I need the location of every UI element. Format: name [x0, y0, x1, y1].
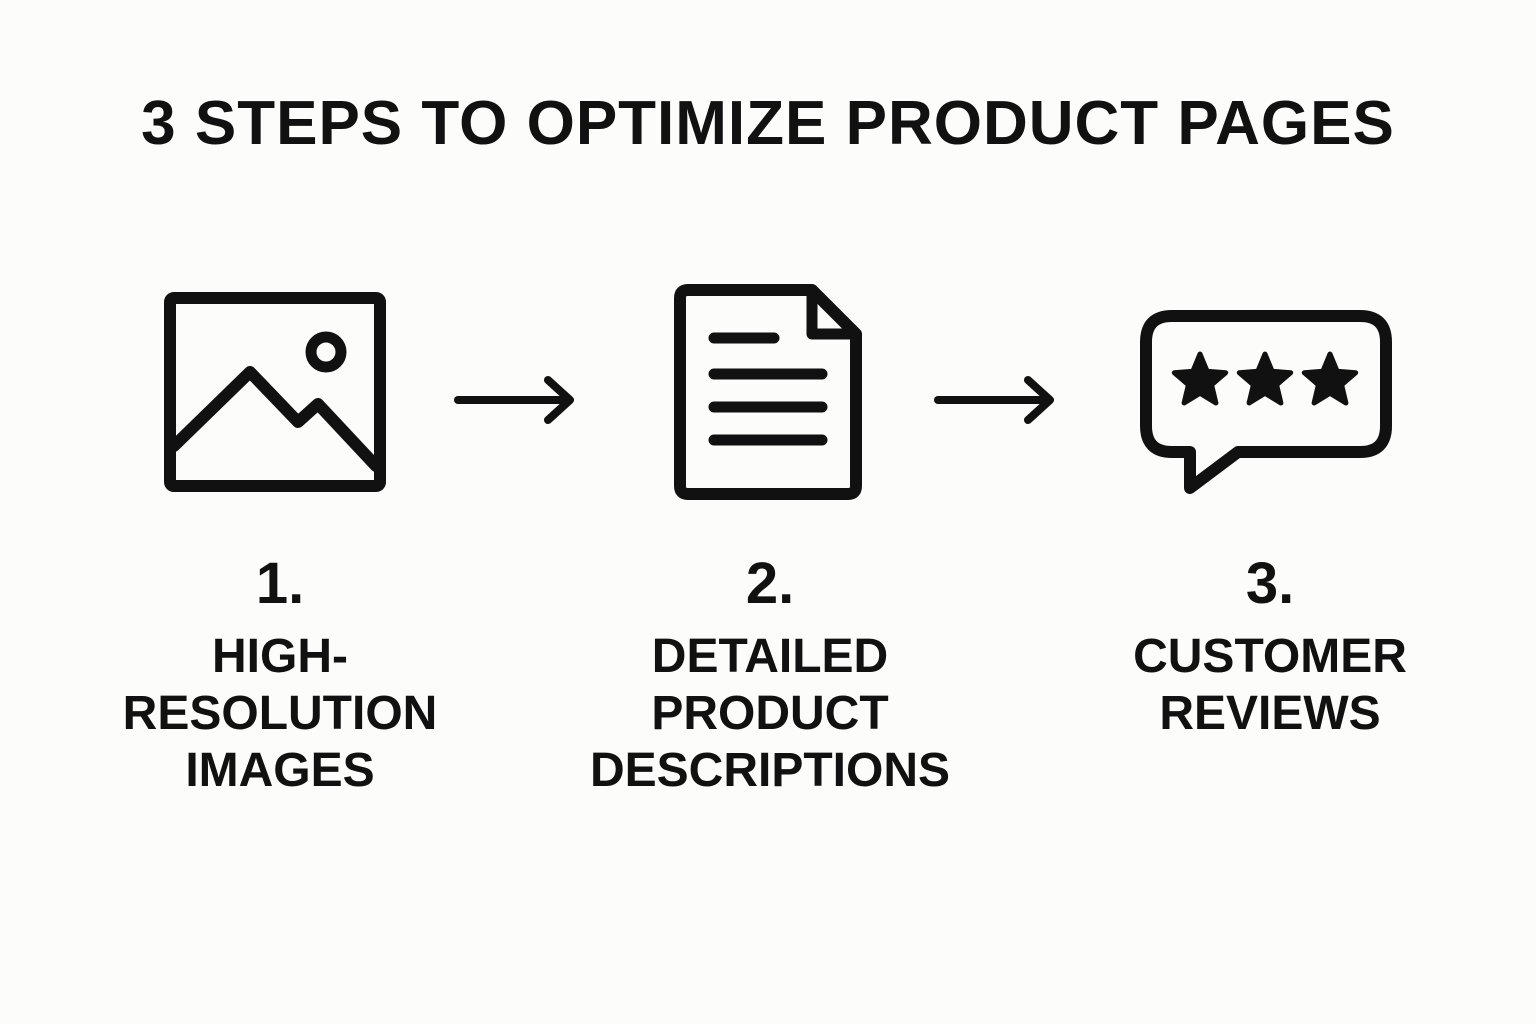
step-number: 2. — [745, 551, 795, 616]
step-label: CUSTOMER REVIEWS — [1133, 630, 1407, 740]
step-2: 2. DETAILED PRODUCT DESCRIPTIONS — [550, 550, 990, 799]
step-1: 1. HIGH-RESOLUTION IMAGES — [60, 550, 500, 799]
step-label: DETAILED PRODUCT DESCRIPTIONS — [589, 630, 951, 797]
step-label: HIGH-RESOLUTION IMAGES — [122, 630, 438, 797]
image-icon — [164, 292, 386, 492]
arrow-right-icon — [454, 376, 574, 424]
step-3: 3. CUSTOMER REVIEWS — [1050, 550, 1490, 742]
arrow-right-icon — [934, 376, 1054, 424]
step-number: 3. — [1245, 551, 1295, 616]
star-review-bubble-icon — [1140, 310, 1392, 494]
page-title: 3 STEPS TO OPTIMIZE PRODUCT PAGES — [141, 89, 1395, 158]
document-icon — [674, 284, 862, 500]
step-number: 1. — [255, 551, 305, 616]
